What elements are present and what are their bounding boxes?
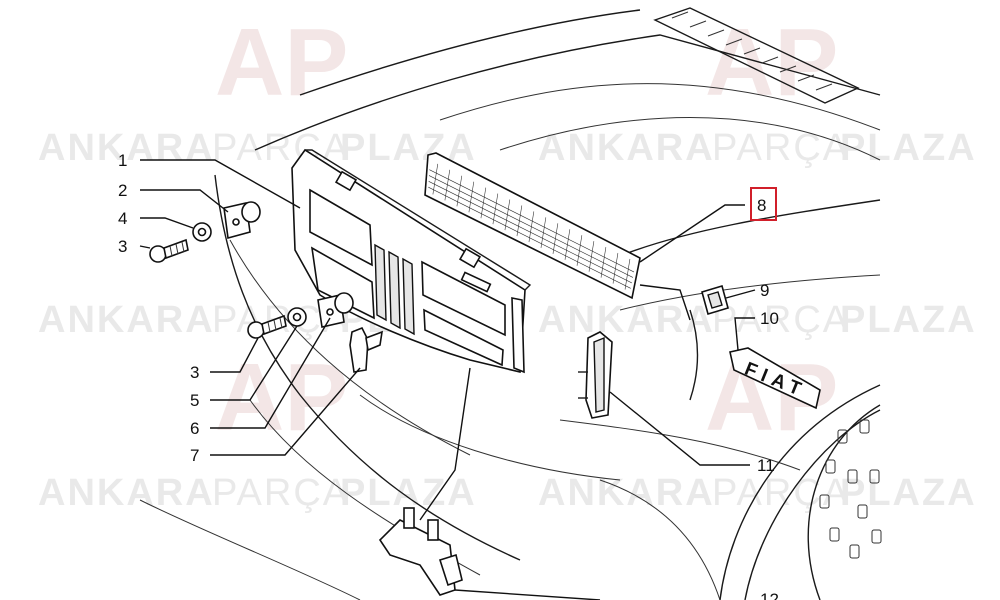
watermark-word: PLAZA	[840, 472, 977, 514]
watermark-word: PARÇA	[712, 299, 850, 341]
hood-crease	[439, 83, 881, 131]
clip-nut-part-6	[317, 292, 354, 328]
fender-line	[689, 309, 699, 401]
grille-clip-tab	[334, 170, 358, 192]
watermark-text-row: ANKARA PARÇA PLAZA ANKARA PARÇA PLAZA	[38, 127, 977, 169]
callout-3-upper: 3	[118, 237, 127, 256]
callout-12: 12	[760, 590, 779, 600]
grille-center-bars	[374, 243, 415, 336]
wheel-arch-inner	[744, 409, 881, 600]
bumper-line	[359, 394, 621, 481]
callout-labels: 1 2 4 3 3 5 6 7 8 9 10 11 12	[118, 151, 779, 600]
grille-side-bracket	[511, 297, 525, 374]
watermark-logo: AP	[215, 344, 348, 451]
car-body-outline	[139, 7, 882, 600]
watermark-word: PARÇA	[212, 127, 350, 169]
callout-1: 1	[118, 151, 127, 170]
wheel-arch	[719, 384, 881, 600]
washer-part-4	[192, 222, 212, 242]
grille-badge-slot	[460, 271, 492, 293]
watermark-word: PLAZA	[840, 127, 977, 169]
bumper-line	[229, 239, 471, 456]
leader-lines	[139, 159, 756, 600]
watermark-word: ANKARA	[38, 299, 215, 341]
hood-crease	[499, 117, 881, 161]
grille-opening-left-lower	[310, 246, 375, 320]
grille-top-edge	[305, 149, 532, 291]
bumper-line	[214, 174, 521, 561]
clip-part-9	[701, 284, 729, 316]
clip-nut-part-2	[223, 201, 261, 240]
watermark-word: PLAZA	[340, 472, 477, 514]
fender-line	[559, 419, 801, 471]
grille-opening-right-lower	[423, 308, 504, 367]
fender-line	[599, 479, 721, 600]
hood-front-edge	[254, 34, 881, 151]
grille-opening-right-upper	[421, 260, 506, 337]
grille-mesh-part-8	[424, 152, 641, 300]
callout-10: 10	[760, 309, 779, 328]
side-strip-part-11	[578, 331, 613, 419]
callout-4: 4	[118, 209, 127, 228]
grille-clip-tab	[458, 247, 482, 269]
fender-line	[609, 199, 881, 261]
bumper-line	[139, 499, 361, 600]
callout-2: 2	[118, 181, 127, 200]
watermark-word: ANKARA	[38, 472, 215, 514]
grille-opening-left-upper	[309, 188, 373, 267]
watermark-word: PARÇA	[712, 472, 850, 514]
watermark-text-row: ANKARA PARÇA PLAZA ANKARA PARÇA PLAZA	[38, 472, 977, 514]
callout-8: 8	[757, 196, 766, 215]
watermark-word: ANKARA	[538, 127, 715, 169]
callout-highlight-box	[750, 187, 777, 221]
watermark-word: ANKARA	[38, 127, 215, 169]
fender-line	[619, 274, 881, 311]
hood-vent-slats	[671, 11, 833, 91]
grille-frame-part-1	[291, 148, 532, 374]
callout-6: 6	[190, 419, 199, 438]
bracket-part-7	[349, 326, 383, 373]
hood-vent	[653, 7, 860, 104]
wheel-holes	[819, 419, 882, 559]
hood-edge-line	[299, 9, 641, 96]
callout-7: 7	[190, 446, 199, 465]
watermark-logo: AP	[215, 9, 348, 116]
callout-9: 9	[760, 281, 769, 300]
watermark-layer: AP AP AP AP ANKARA PARÇA PLAZA ANKARA PA…	[38, 9, 977, 514]
washer-part-5	[287, 307, 307, 327]
callout-5: 5	[190, 391, 199, 410]
screw-part-3-upper	[149, 238, 189, 263]
watermark-word: ANKARA	[538, 472, 715, 514]
watermark-word: PLAZA	[840, 299, 977, 341]
mount-bracket-part-12	[378, 507, 463, 596]
mesh-outline	[424, 152, 641, 300]
wheel-rim	[807, 404, 881, 600]
callout-3-lower: 3	[190, 363, 199, 382]
watermark-word: PARÇA	[712, 127, 850, 169]
watermark-word: PARÇA	[212, 472, 350, 514]
screw-part-3-lower	[247, 314, 287, 339]
watermark-word: ANKARA	[538, 299, 715, 341]
callout-11: 11	[757, 456, 775, 475]
